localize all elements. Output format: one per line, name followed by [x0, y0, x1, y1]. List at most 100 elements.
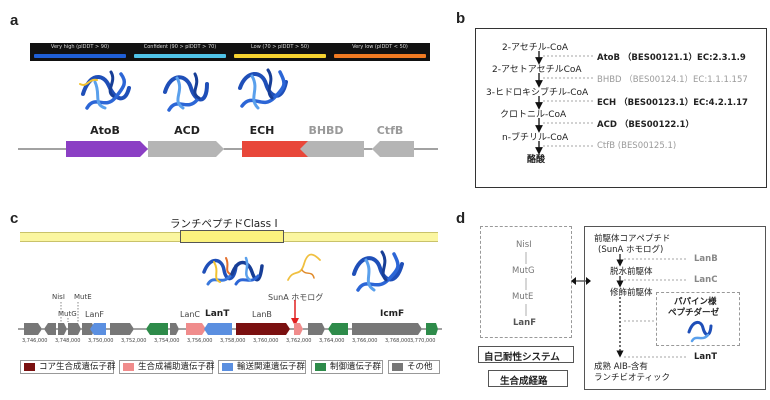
dehydrated-precursor: 脱水前駆体	[610, 267, 653, 277]
immunity-mutE: MutE	[512, 292, 534, 302]
cluster-gene-track	[18, 302, 442, 335]
immunity-mutG: MutG	[512, 266, 535, 276]
panel-label-d: d	[456, 210, 466, 227]
legend-swatch-regulatory	[315, 363, 326, 371]
plddt-segment-very-high: Very high (plDDT > 90)	[30, 43, 130, 61]
gene-name-acd: ACD	[174, 124, 200, 137]
gene-label-mutG: MutG	[58, 310, 77, 318]
protein-structure-atob-image	[79, 70, 131, 110]
compound-butyryl-coa: n-ブチリル-CoA	[502, 133, 569, 143]
coord-tick-12: 3,770,000	[410, 338, 436, 344]
enzyme-atob: AtoB （BES00121.1）EC:2.3.1.9	[597, 53, 746, 63]
cluster-core-region	[180, 230, 284, 243]
gene-name-ctfb: CtfB	[376, 124, 404, 137]
mature-lantibiotic-2: ランチビオティック	[594, 373, 670, 383]
gene-label-icmF: IcmF	[380, 309, 405, 319]
precursor-sub: (SunA ホモログ)	[598, 245, 664, 255]
gene-arrow-ech	[242, 141, 316, 157]
enzyme-lanT: LanT	[694, 352, 718, 362]
coord-tick-11: 3,768,000	[385, 338, 411, 344]
immunity-connectors	[525, 252, 527, 316]
gene-arrow-ctfb	[372, 141, 414, 157]
protein-structure-suna-image	[287, 253, 321, 281]
biosynthesis-title-box	[488, 370, 568, 387]
papain-label-2: ペプチダーゼ	[668, 308, 720, 318]
coord-tick-5: 3,756,000	[187, 338, 213, 344]
plddt-legend-bar: Very high (plDDT > 90) Confident (90 > p…	[30, 43, 430, 61]
plddt-segment-low: Low (70 > plDDT > 50)	[230, 43, 330, 61]
cluster-region-title: ランチペプチドClass I	[170, 218, 278, 230]
gene-label-nisI: NisI	[52, 293, 65, 301]
panel-label-c: c	[10, 210, 19, 227]
coord-tick-10: 3,766,000	[352, 338, 378, 344]
coord-tick-2: 3,750,000	[88, 338, 114, 344]
precursor-peptide: 前駆体コアペプチド	[594, 234, 671, 244]
double-arrow	[571, 277, 591, 285]
gene-arrow-atob	[66, 141, 148, 157]
gene-label-lanF: LanF	[85, 310, 105, 319]
coord-tick-9: 3,764,000	[319, 338, 345, 344]
enzyme-acd: ACD （BES00122.1）	[597, 120, 694, 130]
gene-label-sunA: SunA ホモログ	[268, 293, 324, 302]
protein-structure-lant-image	[230, 256, 264, 286]
legend-swatch-additional	[123, 363, 134, 371]
gene-name-ech: ECH	[249, 124, 275, 137]
immunity-title: 自己耐性システム	[484, 352, 560, 363]
coord-tick-3: 3,752,000	[121, 338, 147, 344]
coord-tick-6: 3,758,000	[220, 338, 246, 344]
enzyme-lanB: LanB	[694, 254, 718, 264]
panel-label-b: b	[456, 10, 466, 27]
legend-swatch-core	[24, 363, 35, 371]
pathway-box	[475, 28, 767, 188]
gene-name-atob: AtoB	[90, 124, 120, 137]
enzyme-lanC: LanC	[694, 275, 718, 285]
coord-tick-4: 3,754,000	[154, 338, 180, 344]
gene-arrow-bhbd	[300, 141, 364, 157]
immunity-system-box	[480, 226, 572, 338]
coord-tick-7: 3,760,000	[253, 338, 279, 344]
pathway-arrows	[535, 51, 593, 155]
compound-acetyl-coa: 2-アセチル-CoA	[502, 43, 568, 53]
compound-crotonyl-coa: クロトニル-CoA	[500, 110, 567, 120]
legend-regulatory: 制御遺伝子群	[311, 360, 383, 374]
coord-tick-8: 3,762,000	[286, 338, 312, 344]
protein-structure-icmf-image	[352, 250, 404, 292]
legend-swatch-transport	[222, 363, 233, 371]
coord-tick-1: 3,748,000	[55, 338, 81, 344]
operon-a-gene-track	[18, 141, 438, 157]
compound-butyrate: 酪酸	[527, 155, 546, 165]
biosynthesis-box	[584, 226, 766, 390]
gene-label-lanB: LanB	[252, 310, 272, 319]
gene-label-lanT: LanT	[205, 309, 230, 319]
mature-lantibiotic-1: 成熟 AIB-含有	[594, 362, 648, 372]
gene-label-lanC: LanC	[180, 310, 201, 319]
immunity-lanF: LanF	[513, 318, 537, 328]
modified-precursor: 修飾前駆体	[610, 288, 653, 298]
gene-label-mutE: MutE	[74, 293, 92, 301]
legend-swatch-other	[392, 363, 403, 371]
gene-arrow-acd	[148, 141, 224, 157]
enzyme-bhbd: BHBD （BES00124.1）EC:1.1.1.157	[597, 75, 748, 85]
legend-additional-biosynthesis: 生合成補助遺伝子群	[119, 360, 215, 374]
plddt-segment-confident: Confident (90 > plDDT > 70)	[130, 43, 230, 61]
sunA-pointer-arrow	[291, 300, 299, 326]
protein-structure-papain-image	[687, 321, 713, 343]
legend-core-biosynthesis: コア生合成遺伝子群	[20, 360, 116, 374]
panel-label-a: a	[10, 12, 19, 29]
coord-tick-0: 3,746,000	[22, 338, 48, 344]
compound-acetoacetyl-coa: 2-アセトアセチルCoA	[492, 65, 582, 75]
plddt-segment-very-low: Very low (plDDT < 50)	[330, 43, 430, 61]
gene-name-bhbd: BHBD	[308, 124, 344, 137]
enzyme-ctfb: CtfB (BES00125.1)	[597, 141, 677, 151]
papain-label-1: パパイン様	[674, 297, 717, 307]
protein-structure-ech-image	[238, 68, 288, 110]
immunity-title-box	[478, 346, 574, 363]
compound-hydroxybutyryl-coa: 3-ヒドロキシブチル-CoA	[486, 88, 589, 98]
papain-peptidase-box	[656, 292, 740, 346]
legend-transport: 輸送関連遺伝子群	[218, 360, 306, 374]
protein-structure-lanc-image	[202, 257, 238, 286]
biosynthesis-arrows	[616, 254, 688, 358]
enzyme-ech: ECH （BES00123.1）EC:4.2.1.17	[597, 98, 748, 108]
biosynthesis-title: 生合成経路	[500, 376, 548, 387]
legend-other: その他	[388, 360, 440, 374]
